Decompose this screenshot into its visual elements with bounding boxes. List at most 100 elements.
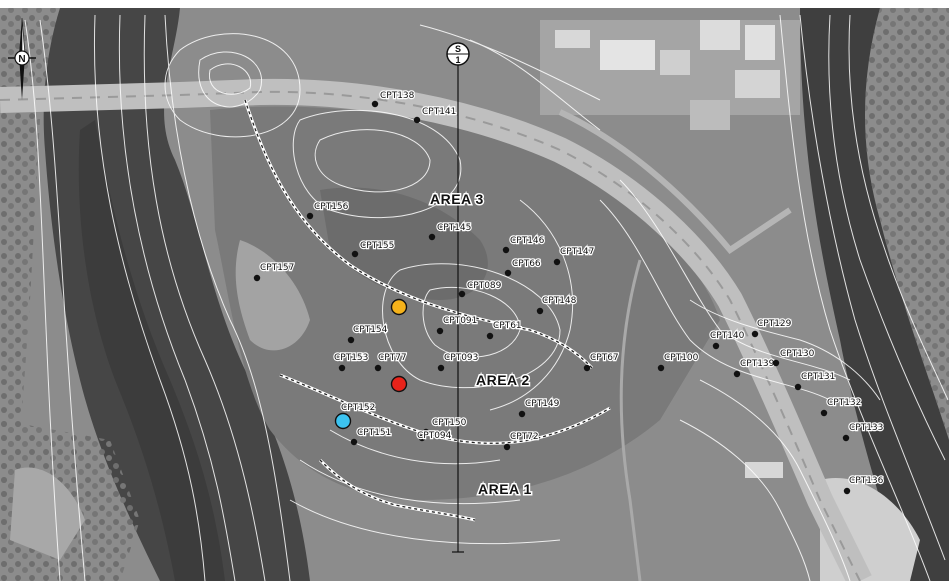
- cpt-point-cpt154: CPT154: [347, 324, 389, 344]
- cpt-label: CPT136: [849, 476, 884, 486]
- cpt-dot: [536, 307, 544, 315]
- cpt-label: CPT156: [314, 202, 349, 212]
- cpt-dot: [583, 364, 591, 372]
- cpt-point-cpt091: CPT091: [436, 315, 479, 335]
- cpt-point-cpt094: CPT094: [416, 430, 453, 442]
- cpt-dot: [712, 342, 720, 350]
- cpt-label: CPT152: [341, 403, 375, 413]
- cpt-dot: [418, 434, 426, 442]
- cpt-dot: [657, 364, 665, 372]
- cpt-point-cpt61: CPT61: [486, 320, 523, 340]
- contour-lines: [24, 14, 949, 581]
- area-2-label: AREA 2: [476, 372, 530, 388]
- cpt-point-cpt140: CPT140: [709, 330, 746, 350]
- cpt-dot: [842, 434, 850, 442]
- river-left: [43, 8, 310, 581]
- red-marker: [390, 375, 408, 393]
- cpt-dot: [436, 327, 444, 335]
- cpt-label: CPT141: [422, 107, 456, 117]
- building-7: [690, 100, 730, 130]
- cpt-dot: [413, 116, 421, 124]
- right-bank-forest: [865, 8, 949, 440]
- cpt-label: CPT67: [590, 353, 619, 363]
- cpt-label: CPT100: [664, 353, 699, 363]
- cpt-dot: [371, 100, 379, 108]
- section-label-top: S: [455, 44, 461, 54]
- highlight-markers: [334, 298, 408, 430]
- cpt-point-cpt155: CPT155: [351, 240, 396, 258]
- cpt-label: CPT149: [525, 399, 560, 409]
- section-line: S 1: [446, 42, 470, 553]
- cpt-label: CPT089: [467, 281, 502, 291]
- cpt-label: CPT154: [353, 325, 388, 335]
- cpt-label: CPT139: [740, 359, 775, 369]
- cpt-label: CPT129: [757, 319, 792, 329]
- cpt-dot: [733, 370, 741, 378]
- north-label: N: [18, 54, 25, 65]
- cpt-label: CPT145: [437, 223, 471, 233]
- building-5: [745, 25, 775, 60]
- cpt-dot: [504, 269, 512, 277]
- area-boundaries: [243, 99, 611, 522]
- cpt-dot: [503, 443, 511, 451]
- cpt-point-cpt133: CPT133: [842, 422, 885, 442]
- blue-marker: [334, 412, 352, 430]
- cpt-point-cpt136: CPT136: [843, 475, 885, 495]
- cpt-dot: [751, 330, 759, 338]
- cpt-label: CPT131: [801, 372, 835, 382]
- cpt-dot: [306, 212, 314, 220]
- cpt-dot: [437, 364, 445, 372]
- cpt-point-cpt151: CPT151: [350, 427, 393, 446]
- cpt-dot: [347, 336, 355, 344]
- cpt-point-cpt093: CPT093: [437, 352, 480, 372]
- cpt-label: CPT094: [417, 431, 452, 441]
- cpt-dot: [486, 332, 494, 340]
- cpt-dot: [820, 409, 828, 417]
- cpt-label: CPT132: [827, 398, 861, 408]
- island-bottom-left-clearing: [10, 467, 85, 560]
- cpt-dot: [502, 246, 510, 254]
- cpt-dot: [374, 364, 382, 372]
- cpt-label: CPT133: [849, 423, 883, 433]
- cpt-point-cpt66: CPT66: [504, 258, 542, 277]
- cpt-label: CPT77: [378, 353, 407, 363]
- cpt-point-cpt139: CPT139: [733, 358, 776, 378]
- cpt-label: CPT151: [357, 428, 391, 438]
- cpt-dot: [772, 359, 780, 367]
- cpt-label: CPT66: [512, 259, 541, 269]
- cpt-point-cpt130: CPT130: [772, 348, 816, 367]
- cpt-point-cpt147: CPT147: [553, 246, 596, 266]
- cpt-dot: [422, 428, 430, 436]
- river-left-inner: [78, 120, 225, 581]
- cpt-dot: [428, 233, 436, 241]
- building-2: [600, 40, 655, 70]
- cpt-dot: [843, 487, 851, 495]
- cpt-point-cpt100: CPT100: [657, 352, 700, 372]
- cpt-point-cpt150: CPT150: [422, 417, 468, 436]
- cpt-point-cpt089: CPT089: [458, 280, 503, 298]
- cpt-label: CPT150: [432, 418, 467, 428]
- open-field-west: [235, 240, 310, 351]
- cpt-label: CPT157: [260, 263, 294, 273]
- cpt-label: CPT138: [380, 91, 415, 101]
- cpt-point-cpt131: CPT131: [794, 371, 837, 391]
- cpt-label: CPT61: [493, 321, 522, 331]
- cpt-point-cpt148: CPT148: [536, 295, 578, 315]
- cpt-label: CPT72: [510, 432, 539, 442]
- building-1: [555, 30, 590, 48]
- service-road: [619, 259, 642, 581]
- orange-marker: [390, 298, 408, 316]
- cpt-point-cpt149: CPT149: [518, 398, 561, 418]
- cpt-point-cpt129: CPT129: [751, 318, 793, 338]
- cpt-point-cpt141: CPT141: [413, 106, 458, 124]
- cpt-label: CPT148: [542, 296, 577, 306]
- area-1-label: AREA 1: [478, 481, 532, 497]
- cpt-label: CPT147: [560, 247, 594, 257]
- cpt-label: CPT093: [444, 353, 478, 363]
- cpt-point-cpt146: CPT146: [502, 235, 546, 254]
- cpt-dot: [458, 290, 466, 298]
- area-3-label: AREA 3: [430, 191, 484, 207]
- cpt-label: CPT140: [710, 331, 745, 341]
